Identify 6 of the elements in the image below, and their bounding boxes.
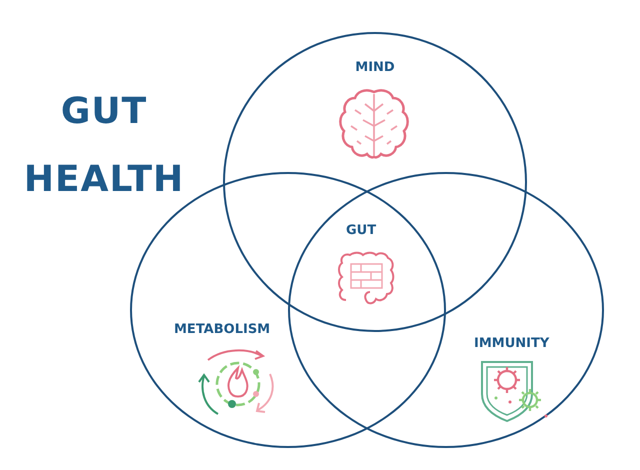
circle-label: MIND xyxy=(354,60,396,75)
overlap-label: GUT xyxy=(346,223,376,238)
circle-label: METABOLISM xyxy=(174,322,270,337)
circle-label: IMMUNITY xyxy=(474,336,550,351)
title: GUT HEALTH xyxy=(22,90,186,202)
venn-circle xyxy=(288,172,604,448)
